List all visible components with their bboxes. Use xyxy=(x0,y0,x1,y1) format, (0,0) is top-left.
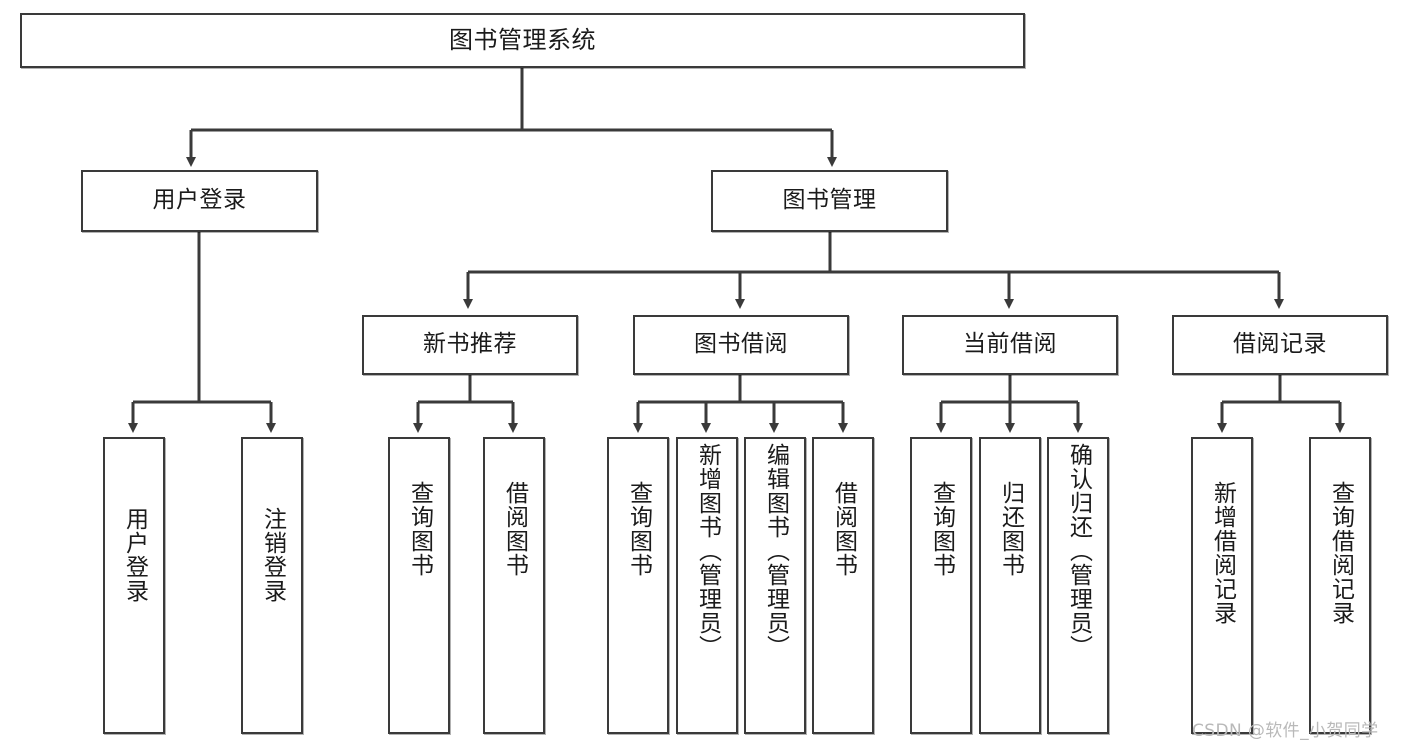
node-label: 编辑图书（管理员） xyxy=(762,443,789,659)
node-label: 归还图书 xyxy=(997,481,1024,577)
node-leaf-confirm-return-admin[interactable]: 确认归还（管理员） xyxy=(1047,437,1109,734)
node-label: 借阅记录 xyxy=(1233,331,1327,358)
node-label: 新增图书（管理员） xyxy=(694,443,721,659)
node-root-book-management-system[interactable]: 图书管理系统 xyxy=(20,13,1025,68)
node-label: 当前借阅 xyxy=(963,331,1057,358)
node-leaf-add-book-admin[interactable]: 新增图书（管理员） xyxy=(676,437,738,734)
node-label: 查询借阅记录 xyxy=(1327,481,1354,625)
node-label: 用户登录 xyxy=(121,507,148,603)
node-label: 图书借阅 xyxy=(694,331,788,358)
node-label: 新书推荐 xyxy=(423,331,517,358)
node-label: 新增借阅记录 xyxy=(1209,481,1236,625)
node-label: 用户登录 xyxy=(152,187,247,214)
node-book-management[interactable]: 图书管理 xyxy=(711,170,948,232)
node-label: 借阅图书 xyxy=(501,481,528,577)
node-leaf-borrow-book[interactable]: 借阅图书 xyxy=(812,437,874,734)
node-label: 图书管理系统 xyxy=(449,26,596,55)
node-leaf-query-book-borrow[interactable]: 查询图书 xyxy=(607,437,669,734)
node-borrow-record[interactable]: 借阅记录 xyxy=(1172,315,1388,375)
node-label: 图书管理 xyxy=(782,187,877,214)
node-user-login[interactable]: 用户登录 xyxy=(81,170,318,232)
node-current-borrow[interactable]: 当前借阅 xyxy=(902,315,1118,375)
node-book-borrow[interactable]: 图书借阅 xyxy=(633,315,849,375)
node-new-book-recommend[interactable]: 新书推荐 xyxy=(362,315,578,375)
node-label: 查询图书 xyxy=(625,481,652,577)
node-leaf-user-login[interactable]: 用户登录 xyxy=(103,437,165,734)
node-leaf-logout[interactable]: 注销登录 xyxy=(241,437,303,734)
node-leaf-borrow-book-recommend[interactable]: 借阅图书 xyxy=(483,437,545,734)
node-label: 注销登录 xyxy=(259,507,286,603)
node-label: 查询图书 xyxy=(928,481,955,577)
node-label: 借阅图书 xyxy=(830,481,857,577)
node-leaf-return-book[interactable]: 归还图书 xyxy=(979,437,1041,734)
node-label: 确认归还（管理员） xyxy=(1065,443,1092,659)
node-leaf-query-borrow-record[interactable]: 查询借阅记录 xyxy=(1309,437,1371,734)
node-leaf-query-book-recommend[interactable]: 查询图书 xyxy=(388,437,450,734)
node-leaf-add-borrow-record[interactable]: 新增借阅记录 xyxy=(1191,437,1253,734)
node-leaf-edit-book-admin[interactable]: 编辑图书（管理员） xyxy=(744,437,806,734)
node-label: 查询图书 xyxy=(406,481,433,577)
csdn-watermark: CSDN @软件_小贺同学 xyxy=(1192,721,1379,741)
node-leaf-query-book-current[interactable]: 查询图书 xyxy=(910,437,972,734)
